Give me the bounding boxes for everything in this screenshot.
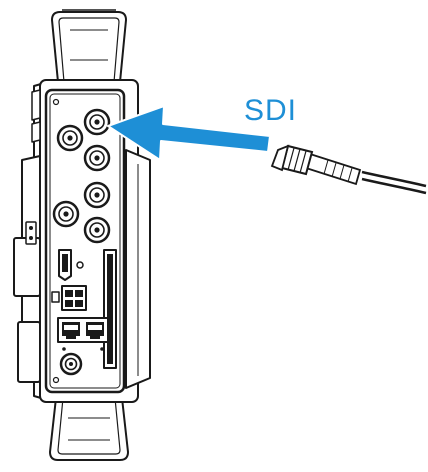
top-handle [51, 9, 127, 83]
connector-panel [44, 88, 126, 394]
screw [52, 98, 60, 106]
ethernet-ports [57, 317, 109, 343]
device-icon [13, 9, 151, 461]
power-connector [59, 352, 83, 376]
led-indicator [76, 261, 84, 269]
mini-port [51, 291, 60, 303]
hdmi-port [58, 249, 72, 281]
bottom-handle [49, 397, 129, 461]
bnc-connector [56, 124, 84, 152]
arrow-left-icon [107, 105, 271, 161]
screw [52, 376, 60, 384]
bnc-cable-icon [270, 144, 427, 195]
led-indicator [100, 347, 104, 351]
led-indicator [62, 347, 66, 351]
card-slot [103, 249, 117, 369]
bnc-connector [83, 216, 111, 244]
bnc-connector [83, 144, 111, 172]
bnc-connector [52, 200, 80, 228]
sdi-label: SDI [244, 94, 298, 127]
bnc-connector [83, 108, 111, 136]
bnc-connector [83, 181, 111, 209]
usb-ports [61, 285, 87, 311]
side-body [13, 79, 151, 403]
